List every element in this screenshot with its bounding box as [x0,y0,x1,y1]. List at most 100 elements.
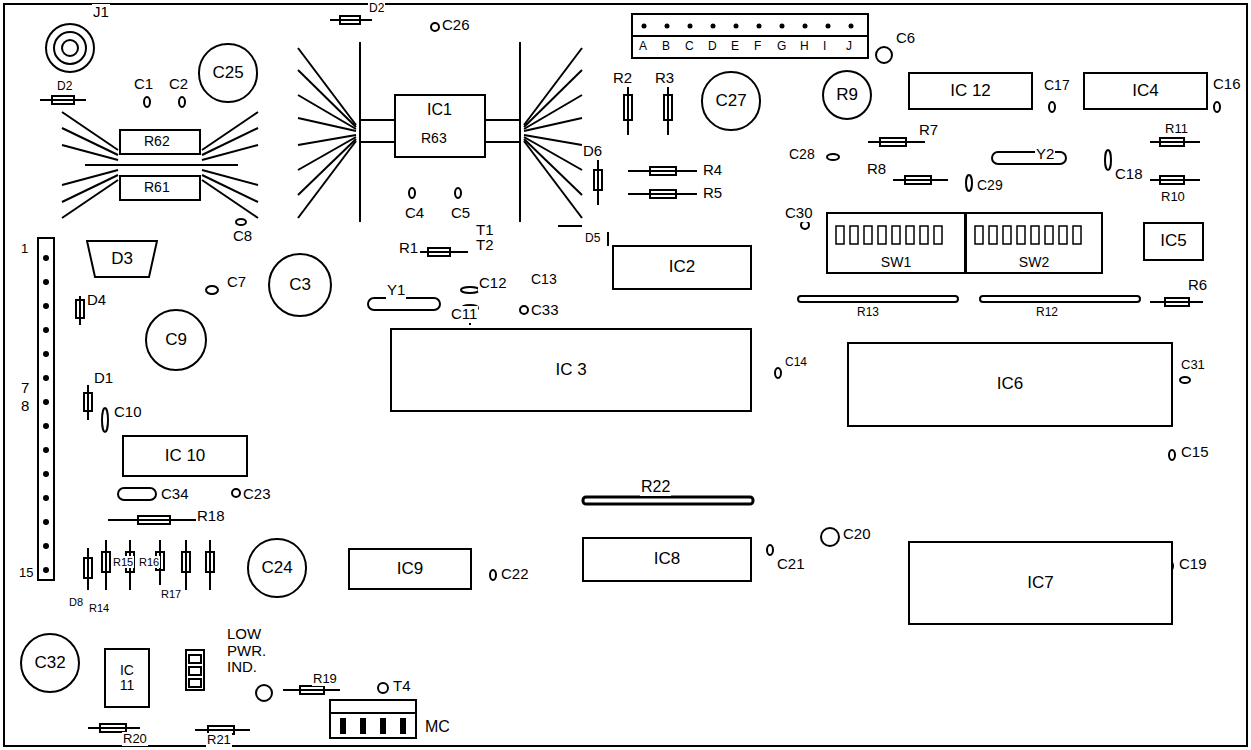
board-outline [4,4,1247,746]
part-label: IC 12 [950,82,991,101]
part-label: IC9 [397,560,423,579]
reference-designator: C20 [842,526,872,543]
reference-designator: C21 [776,556,806,573]
reference-designator: 7 [20,380,30,397]
ic-package: IC 10 [122,435,248,477]
reference-designator: R2 [612,70,633,87]
reference-designator: C34 [160,486,190,503]
heatsink [298,42,582,222]
reference-designator: C29 [976,178,1004,193]
reference-designator: Y1 [386,282,406,299]
part-label: C32 [34,654,65,673]
part-label: IC8 [654,550,680,569]
reference-designator: C4 [404,205,425,222]
reference-designator: D [707,40,718,53]
capacitor-outline: C3 [268,253,332,317]
reference-designator: F [753,40,762,53]
reference-designator: C12 [478,275,508,292]
capacitor-outline: C27 [701,71,760,130]
reference-designator: R6 [1187,277,1208,294]
ic-package: IC6 [847,342,1173,427]
reference-designator: C1 [133,76,154,93]
ic-package: IC 3 [390,328,752,412]
reference-designator: C26 [441,17,471,34]
reference-designator: D5 [584,232,601,245]
dip-switch: SW2 [965,212,1103,274]
reference-designator: C11 [450,306,478,323]
reference-designator: Y2 [1035,146,1055,163]
heatsink [62,112,258,218]
part-label: IC6 [997,375,1023,394]
resistor-symbol [40,16,1203,734]
reference-designator: C6 [895,30,916,47]
reference-designator: R1 [398,240,419,257]
reference-designator: R13 [856,306,880,319]
part-label: IC 10 [165,447,206,466]
part-label: C24 [261,559,292,578]
part-label: D3 [111,250,133,269]
reference-designator: A [638,40,648,53]
reference-designator: R16 [138,556,160,568]
ic-package: IC2 [612,245,752,290]
part-label: IC4 [1132,82,1158,101]
reference-designator: R7 [918,122,939,139]
reference-designator: G [776,40,787,53]
reference-designator: C16 [1212,76,1242,93]
reference-designator: R14 [88,602,110,614]
capacitor-outline: C24 [247,538,306,597]
ic-package: IC8 [582,537,752,582]
reference-designator: R17 [160,588,182,600]
reference-designator: T4 [392,678,412,695]
reference-designator: R61 [143,180,171,195]
reference-designator: C2 [168,76,189,93]
capacitor-outline: C25 [198,43,257,102]
part-label: SW1 [881,255,911,270]
reference-designator: R19 [312,672,338,686]
reference-designator: C5 [450,205,471,222]
part-label: C25 [212,64,243,83]
part-label: SW2 [1019,255,1049,270]
part-label: C3 [289,276,311,295]
reference-designator: T2 [475,237,495,254]
reference-designator: J [845,40,853,53]
part-label: IC5 [1160,232,1186,251]
reference-designator: C18 [1114,166,1144,183]
ic-package: IC 11 [104,648,150,708]
reference-designator: R22 [640,478,671,496]
ic-package: IC5 [1143,222,1204,261]
reference-designator: C30 [784,205,814,222]
reference-designator: D6 [582,143,603,160]
ic-package: IC4 [1083,72,1208,110]
dip-switch: SW1 [826,212,966,274]
reference-designator: H [799,40,810,53]
reference-designator: C7 [226,274,247,291]
reference-designator: D1 [93,370,114,387]
reference-designator: R3 [654,70,675,87]
ic-package: IC7 [908,541,1173,625]
reference-designator: R4 [702,162,723,179]
reference-designator: MC [424,718,451,736]
part-label: C27 [715,92,746,111]
reference-designator: R62 [143,134,171,149]
part-label: C9 [165,331,187,350]
part-label: R9 [836,86,858,105]
part-label: IC2 [669,258,695,277]
reference-designator: C14 [784,356,808,369]
capacitor-outline: R9 [822,70,872,120]
reference-designator: D2 [368,2,385,15]
reference-designator: C15 [1180,444,1210,461]
reference-designator: I [822,40,827,53]
ic-package: IC 12 [908,72,1033,110]
reference-designator: C22 [500,566,530,583]
reference-designator: B [661,40,671,53]
reference-designator: R18 [196,508,226,525]
part-label: IC 3 [555,361,586,380]
part-label: IC7 [1027,574,1053,593]
reference-designator: R10 [1160,190,1186,204]
reference-designator: C17 [1043,78,1071,93]
reference-designator: C13 [530,272,558,287]
reference-designator: C33 [530,302,560,319]
reference-designator: R11 [1164,122,1189,136]
reference-designator: C8 [232,228,253,245]
